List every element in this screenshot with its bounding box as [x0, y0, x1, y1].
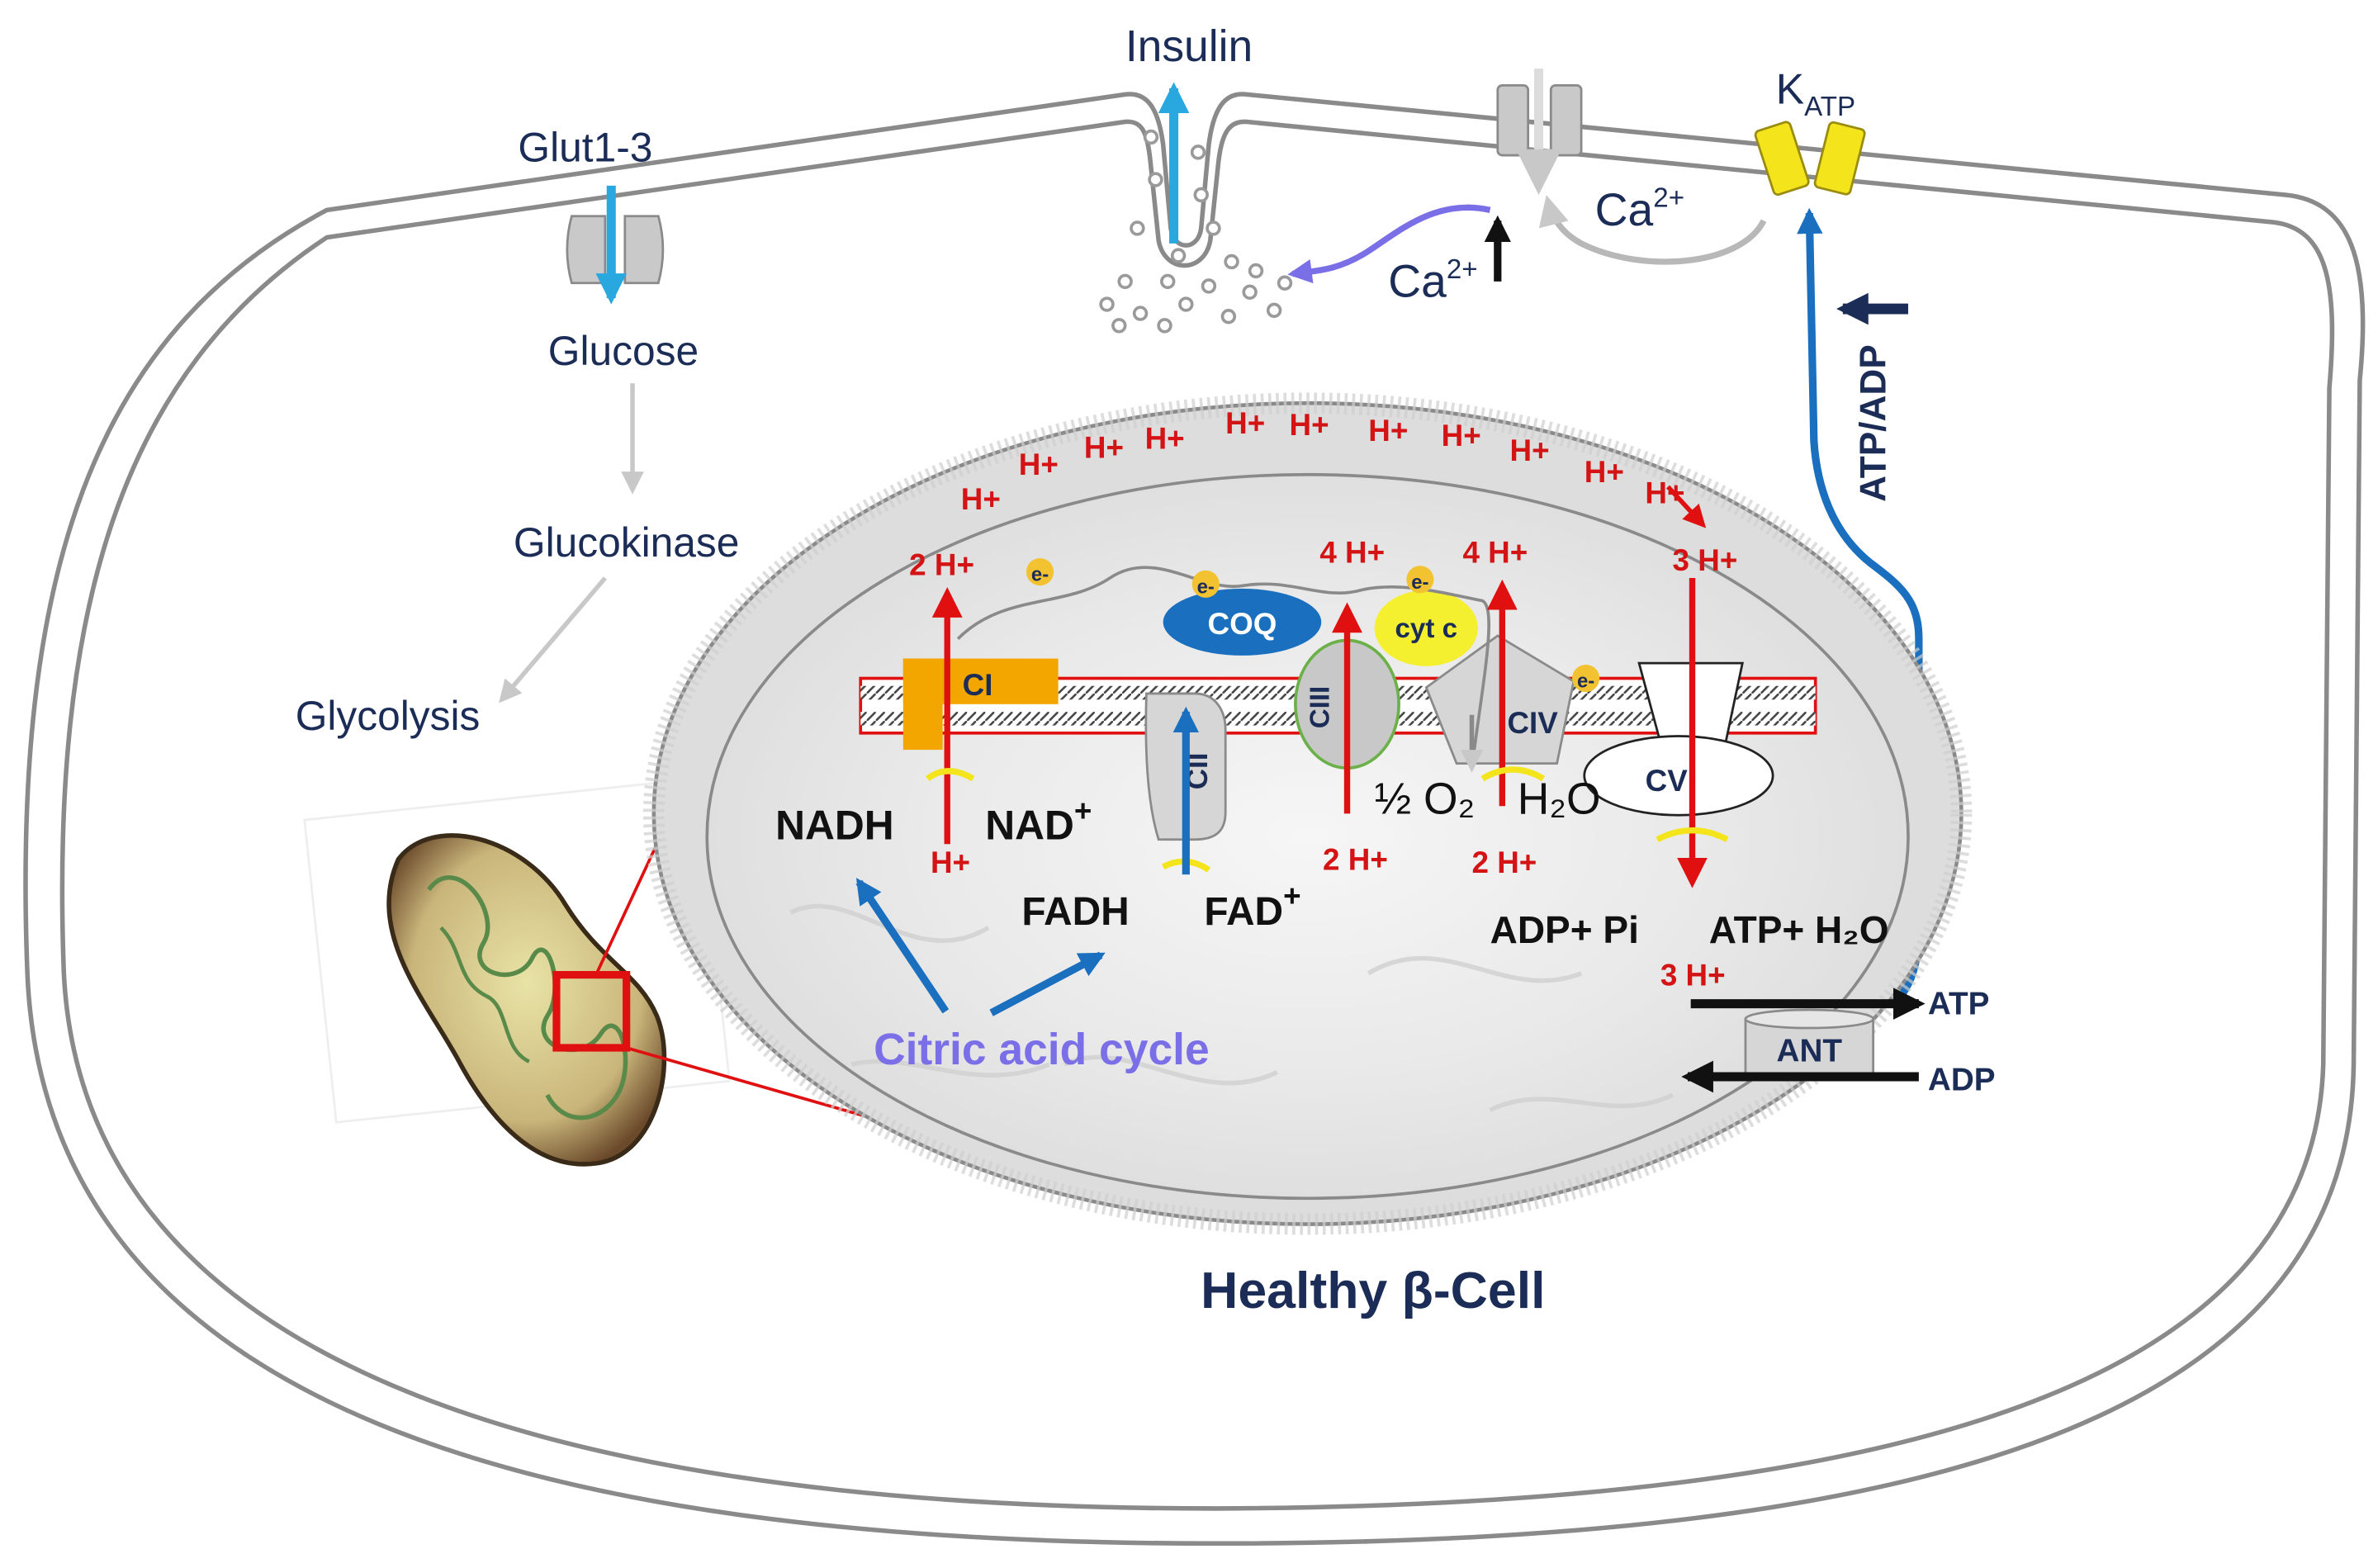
diagram-title: Healthy β-Cell: [1201, 1262, 1545, 1319]
katp-label: KATP: [1776, 64, 1855, 122]
atp-adp-ratio-label: ATP/ADP: [1853, 344, 1893, 502]
adp-pi-label: ADP+ Pi: [1490, 908, 1639, 951]
glucokinase-label: Glucokinase: [514, 519, 740, 566]
complex-v: [1583, 735, 1774, 817]
civ-proton-count: 4 H+: [1462, 536, 1528, 570]
svg-text:H+: H+: [1145, 421, 1185, 455]
svg-text:e-: e-: [1031, 564, 1049, 586]
mitochondrion-image: [303, 777, 731, 1167]
glucokinase-to-glycolysis-arrow: [499, 576, 607, 703]
cyt-c-label: cyt c: [1395, 613, 1458, 644]
atp-out-label: ATP: [1928, 986, 1989, 1021]
proton-to-cv-arrow: [1666, 485, 1707, 528]
calcium-to-granules-arrow: [1287, 204, 1491, 284]
svg-text:e-: e-: [1411, 571, 1428, 594]
cell-membrane: [23, 92, 2366, 1547]
svg-text:e-: e-: [1577, 670, 1594, 693]
zoom-box: [552, 970, 631, 1052]
svg-text:H+: H+: [1585, 455, 1624, 489]
nad-label: NAD+: [985, 794, 1092, 849]
svg-text:H+: H+: [1084, 431, 1124, 465]
adp-in-label: ADP: [1928, 1063, 1996, 1098]
h2o-civ-label: H₂O: [1518, 775, 1601, 823]
ci-matrix-proton: H+: [931, 846, 970, 879]
nadh-label: NADH: [775, 803, 894, 849]
electrons: e- e- e- e-: [1026, 558, 1600, 693]
ant-label: ANT: [1777, 1034, 1843, 1069]
complex-iv-label: CIV: [1507, 706, 1558, 740]
svg-text:H+: H+: [1442, 419, 1481, 452]
coq-label: COQ: [1208, 607, 1277, 641]
citric-to-nadh-arrow: [855, 878, 950, 1014]
complex-iii-label: CIII: [1305, 686, 1335, 729]
calcium-channel: [1496, 69, 1583, 195]
svg-text:H+: H+: [1645, 476, 1684, 510]
svg-text:H+: H+: [1510, 433, 1550, 467]
svg-text:H+: H+: [1368, 414, 1408, 448]
cv-matrix-protons: 3 H+: [1660, 958, 1726, 992]
intermembrane-protons: H+ H+ H+ H+ H+ H+ H+ H+ H+ H+ H+: [961, 406, 1685, 516]
half-o2-label: ½ O₂: [1375, 775, 1476, 823]
svg-text:H+: H+: [961, 482, 1001, 516]
svg-text:H+: H+: [1019, 448, 1059, 481]
electron-path: [956, 566, 1490, 769]
complex-i-label: CI: [963, 668, 993, 702]
fad-label: FAD+: [1204, 879, 1300, 934]
glut-transporter: [566, 185, 665, 305]
coq: [1163, 588, 1322, 656]
complex-v-label: CV: [1646, 764, 1689, 798]
ciii-matrix-protons: 2 H+: [1323, 843, 1388, 877]
mitochondria-zoom: [642, 392, 1973, 1235]
ant-transporter: [1744, 1008, 1875, 1082]
citric-to-fadh-arrow: [989, 951, 1106, 1016]
atp-h2o-label: ATP+ H₂O: [1709, 908, 1889, 951]
katp-channel: [1754, 121, 1866, 197]
fadh-label: FADH: [1021, 890, 1129, 934]
cv-proton-count: 3 H+: [1673, 543, 1738, 577]
svg-text:H+: H+: [1290, 408, 1329, 442]
ci-proton-count: 2 H+: [909, 547, 974, 581]
ca-upper-label: Ca2+: [1595, 183, 1684, 235]
insulin-label: Insulin: [1125, 22, 1253, 71]
cyt-c: [1374, 590, 1478, 666]
svg-text:H+: H+: [1225, 406, 1265, 440]
glut-label: Glut1-3: [518, 124, 652, 170]
citric-acid-cycle-label: Citric acid cycle: [874, 1026, 1210, 1074]
insulin-granules: [1099, 129, 1293, 334]
glycolysis-label: Glycolysis: [296, 693, 481, 739]
ciii-proton-count: 4 H+: [1319, 536, 1385, 570]
svg-text:e-: e-: [1197, 576, 1215, 598]
ca-lower-label: Ca2+: [1388, 254, 1477, 306]
civ-matrix-protons: 2 H+: [1472, 846, 1537, 879]
glucose-label: Glucose: [548, 328, 699, 374]
katp-to-cachannel-arrow: [1538, 195, 1767, 265]
